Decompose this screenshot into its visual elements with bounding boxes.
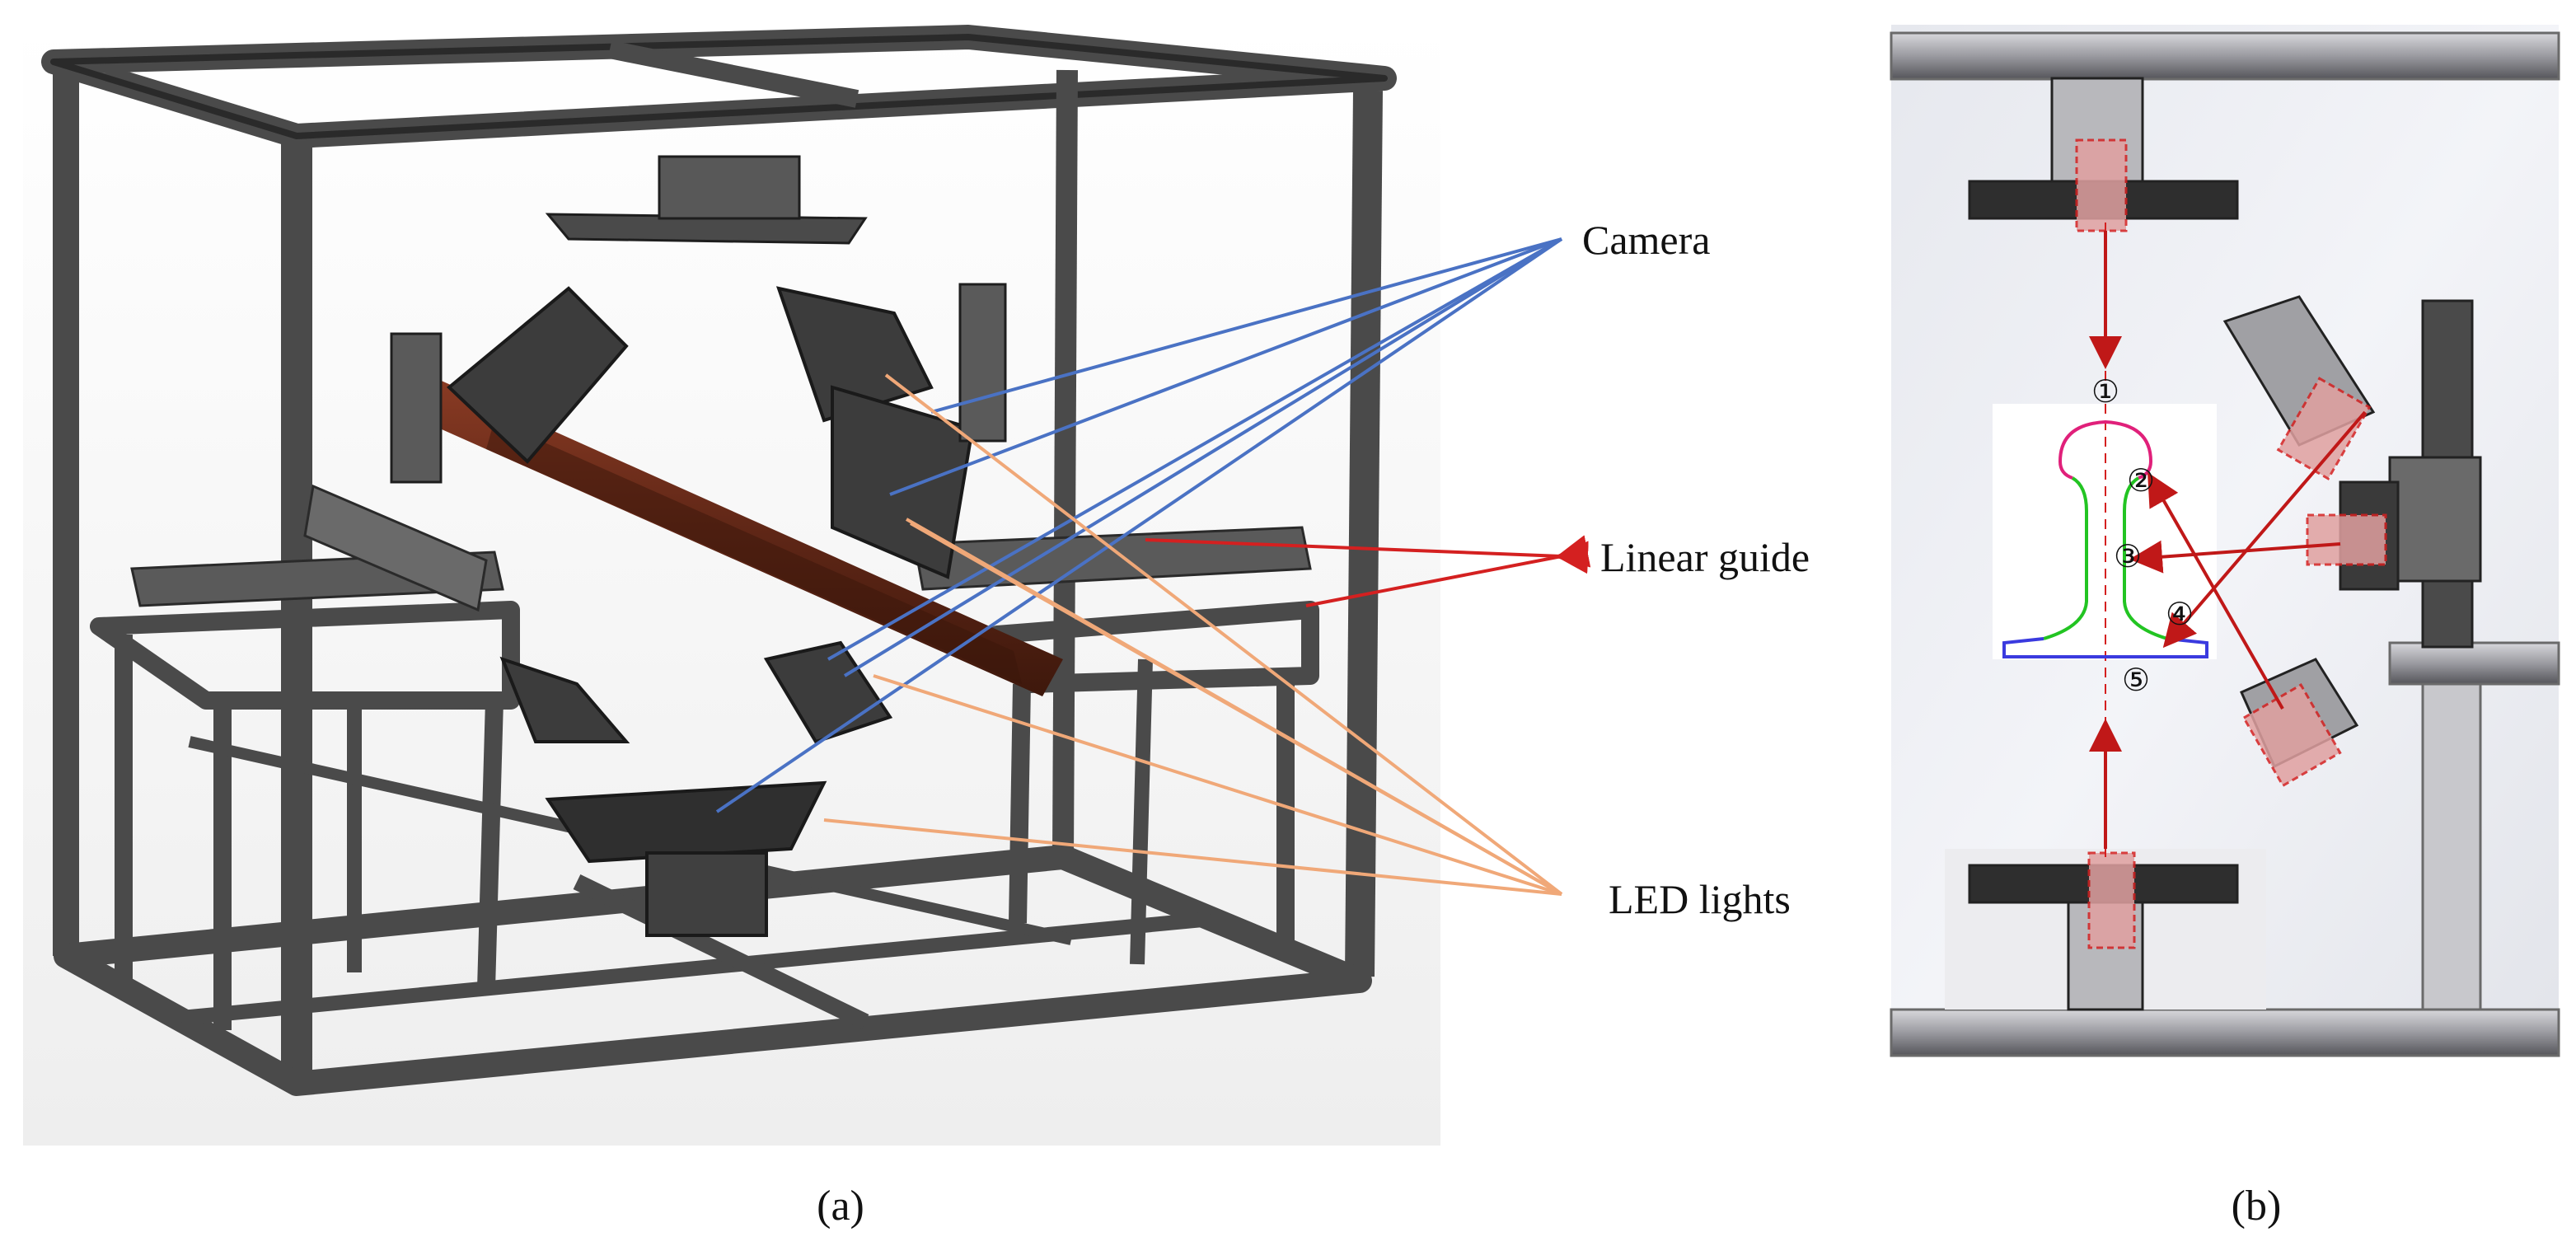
base-profile <box>2002 637 2208 658</box>
linear-guide-label: Linear guide <box>1600 534 1810 580</box>
led-light-panels <box>446 286 975 937</box>
aluminium-frame <box>41 25 1397 1096</box>
marker-4: ④ <box>2166 596 2194 632</box>
top-camera-unit <box>1968 77 2239 232</box>
rail-specimen <box>412 375 1063 696</box>
head-profile <box>2058 419 2153 480</box>
frame-profiles <box>1890 31 2560 1057</box>
camera-units <box>390 155 1007 484</box>
bottom-camera-unit <box>1945 849 2266 1011</box>
marker-1: ① <box>2091 373 2119 410</box>
led-callout-lines <box>823 373 1563 896</box>
camera-callout-lines <box>715 237 1563 813</box>
marker-2: ② <box>2127 462 2155 499</box>
marker-3: ③ <box>2114 538 2142 574</box>
panel-a-caption: (a) <box>817 1183 864 1230</box>
web-profile <box>2043 476 2088 640</box>
view-arrows <box>2089 231 2367 849</box>
linear-guide-callout-lines <box>1145 535 1591 607</box>
led-lights-label: LED lights <box>1609 876 1791 922</box>
marker-5: ⑤ <box>2122 662 2150 698</box>
camera-label: Camera <box>1582 217 1710 263</box>
panel-a: Camera Linear guide LED lights (a) <box>23 25 1810 1230</box>
panel-b-caption: (b) <box>2232 1183 2282 1230</box>
panel-b: ① ② ③ ④ ⑤ (b) <box>1890 25 2560 1230</box>
